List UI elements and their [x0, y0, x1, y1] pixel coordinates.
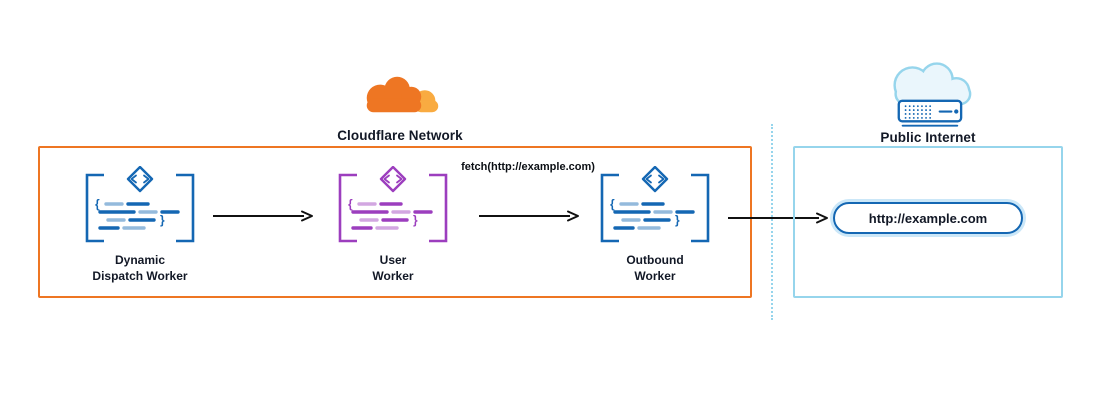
dynamic-dispatch-worker-node: { } Dynamic Dispatch Worker	[68, 166, 212, 284]
worker-label: User Worker	[321, 253, 465, 284]
cloudflare-network-box	[38, 146, 752, 298]
worker-label: Dynamic Dispatch Worker	[68, 253, 212, 284]
worker-label-line: Worker	[372, 268, 414, 283]
arrow-right-icon	[479, 210, 579, 222]
diamond-code-icon	[126, 166, 154, 193]
internet-cloud	[893, 62, 972, 106]
worker-label-line: Worker	[634, 268, 676, 283]
diamond-code-icon	[379, 166, 407, 193]
fetch-annotation: fetch(http://example.com)	[461, 161, 595, 173]
diamond-code-icon	[641, 166, 669, 193]
arrow-right-icon	[213, 210, 313, 222]
network-boundary-divider	[771, 124, 773, 320]
public-internet-label: Public Internet	[880, 130, 976, 145]
logo-main-cloud	[366, 76, 422, 113]
worker-label-line: Dispatch Worker	[92, 268, 188, 283]
user-worker-node: { } User Worker	[321, 166, 465, 284]
arrow-right-icon	[728, 212, 828, 224]
worker-label-line: User	[379, 253, 407, 267]
worker-label: Outbound Worker	[583, 253, 727, 284]
server-box	[897, 99, 963, 127]
cloudflare-logo-icon	[366, 76, 439, 113]
svg-text:{: {	[348, 197, 353, 211]
svg-text:{: {	[95, 197, 100, 211]
code-brackets-icon: { }	[85, 166, 195, 243]
url-text: http://example.com	[868, 210, 988, 226]
cloud-server-icon	[893, 62, 972, 127]
svg-text:{: {	[610, 197, 615, 211]
worker-label-line: Outbound	[626, 253, 684, 267]
cloudflare-network-label: Cloudflare Network	[337, 128, 463, 143]
svg-text:}: }	[160, 213, 165, 227]
code-brackets-icon: { }	[600, 166, 710, 243]
svg-text:}: }	[675, 213, 680, 227]
url-pill: http://example.com	[833, 202, 1023, 234]
worker-label-line: Dynamic	[114, 253, 166, 267]
svg-text:}: }	[413, 213, 418, 227]
public-internet-box	[793, 146, 1063, 298]
outbound-worker-node: { } Outbound Worker	[583, 166, 727, 284]
code-brackets-icon: { }	[338, 166, 448, 243]
